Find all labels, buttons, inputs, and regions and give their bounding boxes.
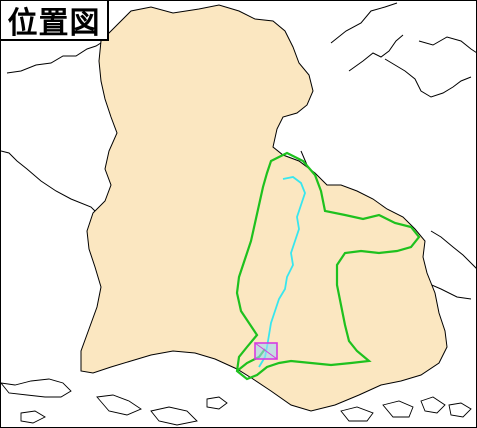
neighbor-boundaries — [1, 2, 476, 300]
map-title: 位置図 — [1, 1, 109, 41]
watershed-boundary — [235, 151, 421, 381]
river-line — [258, 176, 306, 368]
coastline-islands — [1, 378, 472, 426]
location-marker — [254, 342, 278, 360]
prefecture-shape — [80, 4, 448, 412]
